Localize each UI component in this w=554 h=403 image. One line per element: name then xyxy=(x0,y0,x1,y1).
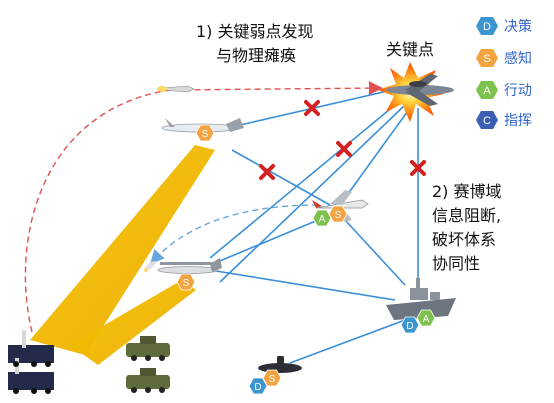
badge-letter: D xyxy=(254,382,261,393)
link-fighter-ship xyxy=(344,219,406,286)
badge-letter: S xyxy=(183,278,190,289)
critical-node-label: 关键点 xyxy=(386,40,435,59)
legend-label: 感知 xyxy=(504,51,532,67)
point2-line2: 信息阻断, xyxy=(432,206,502,225)
badge-letter: A xyxy=(319,214,326,225)
point2-line4: 协同性 xyxy=(432,254,481,273)
legend-item-sensing: S 感知 xyxy=(476,48,532,68)
badge-ship-a: A xyxy=(416,309,436,327)
link-critical-uav2-a xyxy=(209,104,396,259)
dashed-attack-path xyxy=(24,81,383,333)
hexagon-s-icon: S xyxy=(476,49,498,67)
point1-line1: 1) 关键弱点发现 xyxy=(196,22,314,41)
cut-mark-2 xyxy=(336,141,352,157)
armored-vehicles-icon xyxy=(126,336,170,393)
badge-letter: S xyxy=(335,210,342,221)
svg-text:S: S xyxy=(483,53,490,65)
hexagon-a-icon: A xyxy=(476,81,498,99)
link-critical-uav2-b xyxy=(219,104,406,283)
badge-letter: D xyxy=(406,321,413,332)
badge-sub-d: D xyxy=(248,377,268,395)
hexagon-d-icon: D xyxy=(476,17,498,35)
legend-item-action: A 行动 xyxy=(476,80,532,100)
link-critical-fighter xyxy=(344,107,411,199)
legend-label: 指挥 xyxy=(504,113,532,129)
link-group xyxy=(209,89,419,364)
legend-label: 决策 xyxy=(504,19,532,35)
point1-line2: 与物理瘫痪 xyxy=(216,46,297,65)
radar-beam-1 xyxy=(30,145,215,355)
badge-ship-d: D xyxy=(400,316,420,334)
destroyer-ship-icon xyxy=(386,278,456,320)
badge-letter: S xyxy=(202,129,209,140)
point2-line1: 2) 赛博域 xyxy=(432,182,502,201)
missile-launcher-trucks-icon xyxy=(8,330,54,394)
svg-text:A: A xyxy=(483,85,491,97)
point2-line3: 破坏体系 xyxy=(432,230,497,249)
dashed-track-path xyxy=(150,204,319,265)
badge-fighter-s: S xyxy=(328,205,348,223)
svg-text:D: D xyxy=(483,21,491,33)
link-uav2-fighter xyxy=(214,219,319,264)
radar-beam-2 xyxy=(70,280,196,365)
badge-uav2: S xyxy=(176,273,196,291)
cut-mark-4 xyxy=(410,160,426,176)
badge-letter: A xyxy=(423,314,430,325)
link-uav1-fighter xyxy=(231,149,331,206)
cut-mark-3 xyxy=(259,164,275,180)
legend-item-decision: D 决策 xyxy=(476,16,532,36)
submarine-icon xyxy=(258,356,302,373)
link-uav2-ship xyxy=(209,269,396,301)
legend-item-command: C 指挥 xyxy=(476,110,532,130)
badge-uav1: S xyxy=(195,124,215,142)
uav-2-icon xyxy=(157,258,222,274)
badge-letter: S xyxy=(269,374,276,385)
awacs-aircraft-icon xyxy=(386,74,454,106)
cut-mark-1 xyxy=(304,100,320,116)
small-missile-icon xyxy=(144,261,156,272)
legend-label: 行动 xyxy=(504,83,532,99)
missile-icon xyxy=(157,85,195,93)
svg-text:C: C xyxy=(483,115,491,127)
badge-sub-s: S xyxy=(262,369,282,387)
hexagon-c-icon: C xyxy=(476,111,498,129)
badge-fighter-a: A xyxy=(312,209,332,227)
cut-marks xyxy=(259,100,426,180)
link-ship-sub xyxy=(289,319,406,364)
